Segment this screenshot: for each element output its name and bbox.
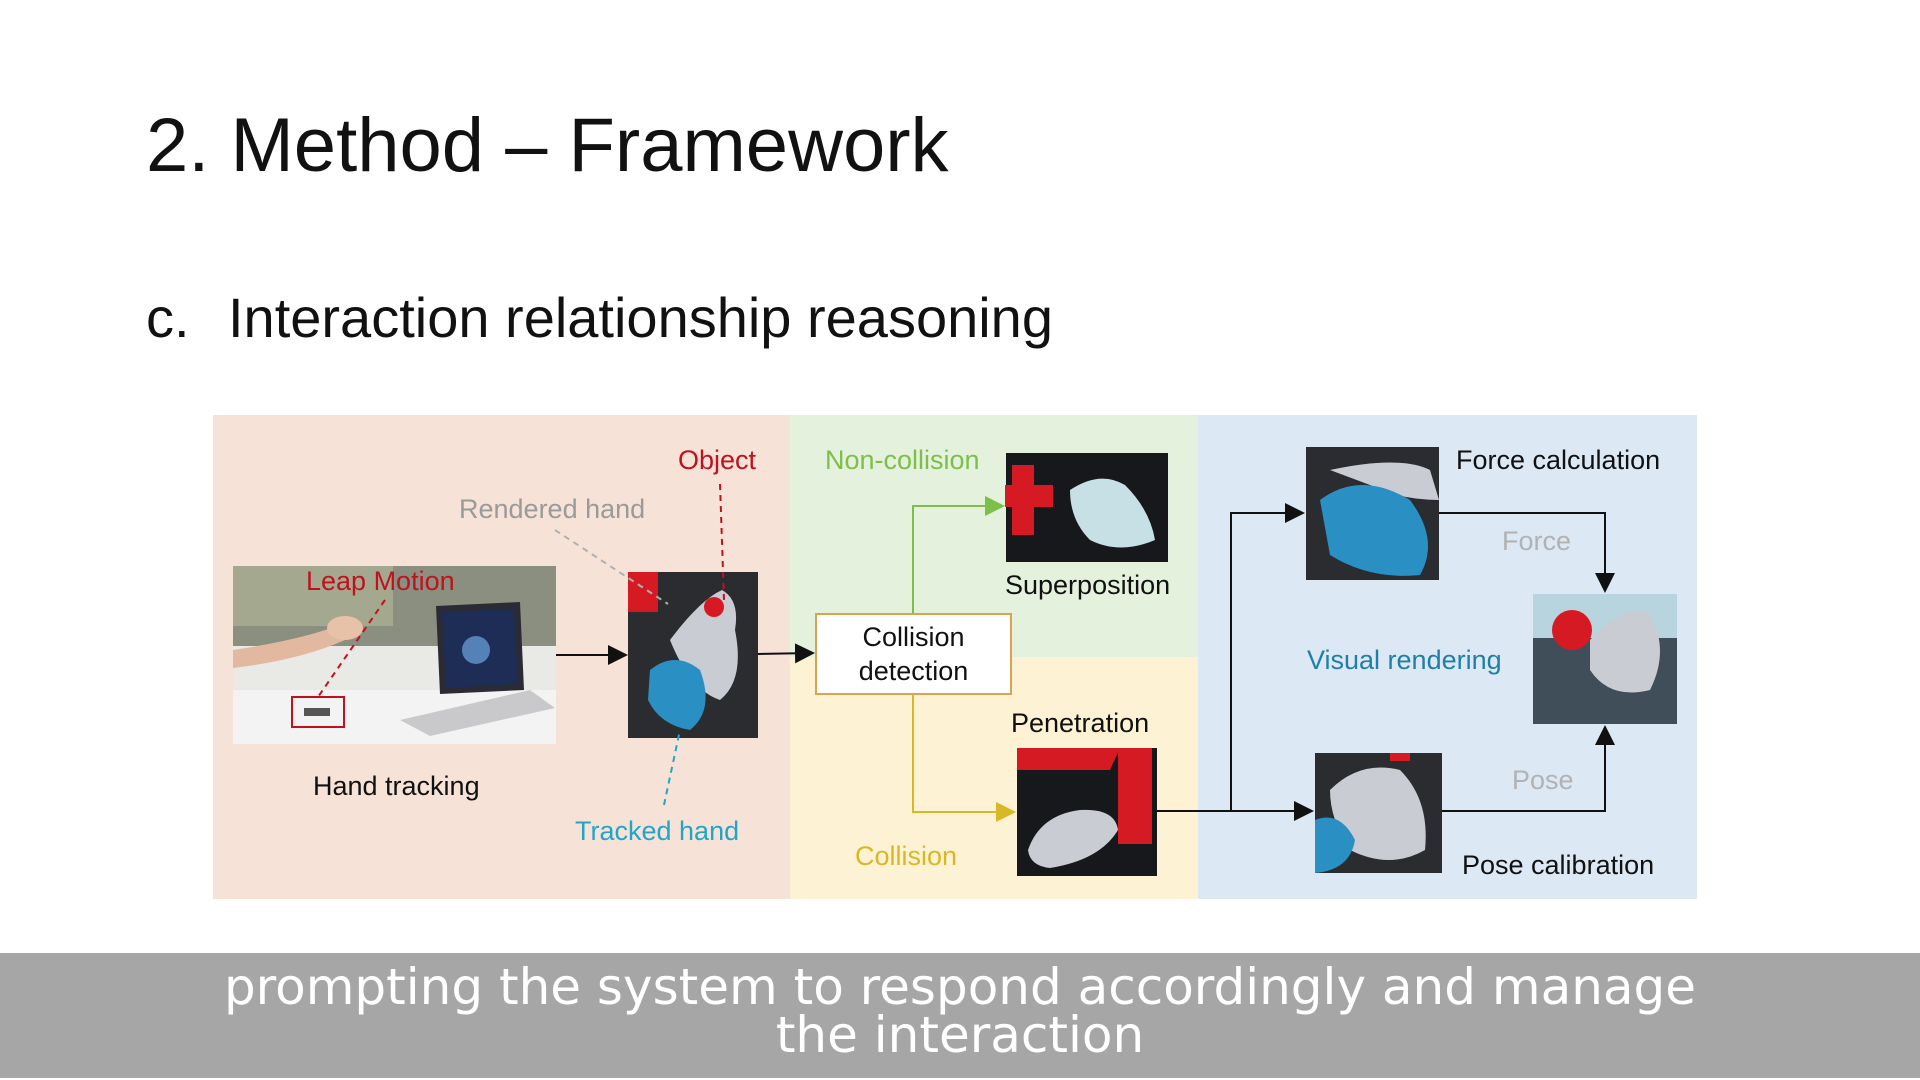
label-object: Object <box>678 445 757 475</box>
tracked-hand-pointer <box>663 729 681 806</box>
label-hand-tracking: Hand tracking <box>313 771 480 801</box>
rendered-hand-pointer <box>554 529 669 605</box>
arrow-force <box>1439 512 1615 593</box>
arrow-to-force <box>1230 503 1305 811</box>
caption-text: prompting the system to respond accordin… <box>0 958 1920 1064</box>
force-calculation-image <box>1306 447 1439 580</box>
leap-motion-pointer <box>317 599 386 698</box>
collision-detection-line2: detection <box>858 656 969 686</box>
label-superposition: Superposition <box>1005 570 1171 600</box>
collision-detection-line1: Collision <box>862 622 965 652</box>
label-pose-calibration: Pose calibration <box>1462 850 1655 880</box>
slide-subtitle: c.Interaction relationship reasoning <box>146 290 1053 346</box>
collision-detection-box: Collision detection <box>815 613 1012 695</box>
label-non-collision: Non-collision <box>825 445 980 475</box>
superposition-image <box>1005 453 1168 562</box>
arrow-collision <box>912 695 1016 822</box>
leap-motion-photo <box>233 566 556 744</box>
caption-bar <box>0 953 1920 1078</box>
arrow-pose <box>1442 725 1615 812</box>
label-rendered-hand: Rendered hand <box>459 494 646 524</box>
caption-line-1: prompting the system to respond accordin… <box>223 958 1697 1016</box>
label-penetration: Penetration <box>1011 708 1150 738</box>
label-collision: Collision <box>855 841 958 871</box>
label-leap-motion: Leap Motion <box>306 566 455 596</box>
label-force-calculation: Force calculation <box>1456 445 1661 475</box>
object-pointer <box>719 483 725 601</box>
label-pose: Pose <box>1512 765 1574 795</box>
hand-render-image <box>628 572 758 738</box>
subtitle-marker: c. <box>146 286 190 349</box>
visual-rendering-image <box>1533 594 1677 724</box>
label-force: Force <box>1502 526 1572 556</box>
arrow-non-collision <box>912 496 1005 613</box>
penetration-image <box>1017 748 1157 876</box>
label-tracked-hand: Tracked hand <box>575 816 740 846</box>
slide-title: 2. Method – Framework <box>146 103 949 188</box>
subtitle-text: Interaction relationship reasoning <box>228 286 1053 349</box>
arrow-hand-to-detection <box>757 643 815 664</box>
pose-calibration-image <box>1315 753 1442 873</box>
label-visual-rendering: Visual rendering <box>1307 645 1502 675</box>
caption-line-2: the interaction <box>775 1006 1145 1064</box>
